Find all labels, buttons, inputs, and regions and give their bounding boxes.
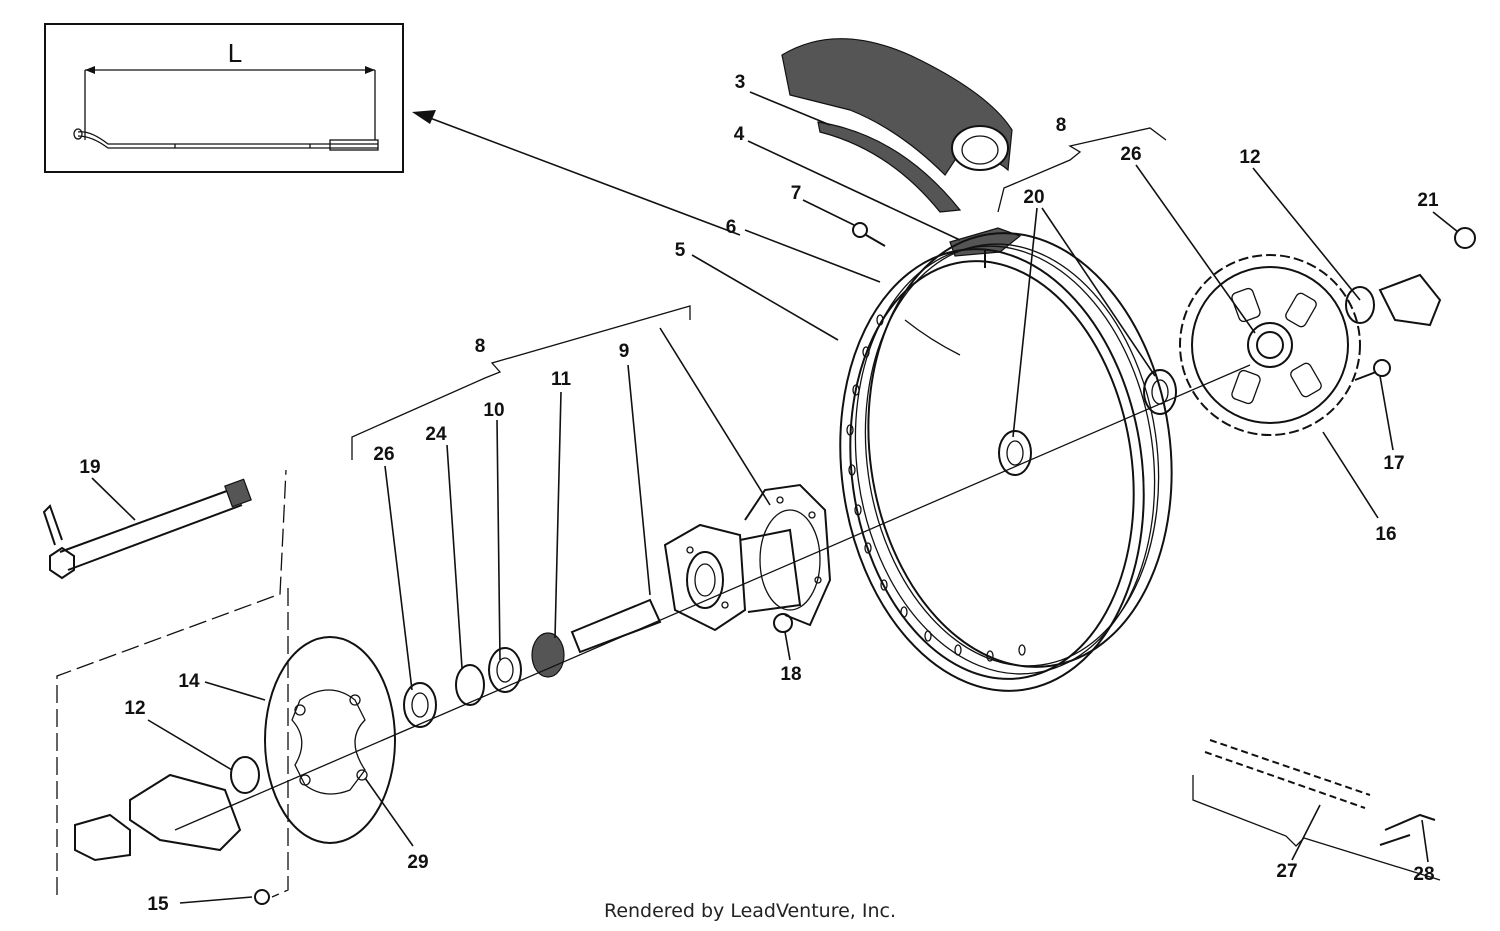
assembly-guides	[56, 127, 1441, 898]
leader-lines	[91, 91, 1459, 904]
callout-28: 28	[1413, 864, 1434, 885]
callout-18: 18	[780, 664, 801, 685]
hub	[663, 483, 832, 632]
callout-3: 3	[735, 72, 746, 93]
drive-chain	[1204, 739, 1436, 846]
rim	[839, 232, 1173, 692]
callout-numbers: 3 4 5 6 7 8 8 9 10 11 12 12 14 15 16 17 …	[79, 72, 1439, 915]
callout-26-right: 26	[1120, 144, 1141, 165]
tire	[781, 38, 1013, 176]
callout-20: 20	[1023, 187, 1044, 208]
callout-9: 9	[619, 341, 630, 362]
dimension-label-l: L	[228, 38, 242, 68]
spoke-arrow	[412, 110, 741, 236]
callout-8-left: 8	[475, 336, 486, 357]
footer-credit: Rendered by LeadVenture, Inc.	[603, 900, 897, 922]
axle	[42, 478, 252, 580]
callout-6: 6	[726, 217, 737, 238]
callout-10: 10	[483, 400, 504, 421]
callout-5: 5	[675, 240, 686, 261]
spoke-inset: L	[44, 23, 404, 173]
callout-15: 15	[147, 894, 169, 915]
callout-19: 19	[79, 457, 100, 478]
callout-16: 16	[1375, 524, 1396, 545]
callout-17: 17	[1383, 453, 1404, 474]
callout-26-left: 26	[373, 444, 394, 465]
callout-11: 11	[551, 369, 572, 390]
callout-7: 7	[791, 183, 802, 204]
tube	[817, 121, 962, 213]
callout-27: 27	[1276, 861, 1297, 882]
callout-8-right: 8	[1056, 115, 1067, 136]
callout-24: 24	[425, 424, 447, 445]
callout-4: 4	[734, 124, 745, 145]
sprocket	[1179, 254, 1361, 436]
callout-12-left: 12	[124, 698, 145, 719]
callout-14: 14	[178, 671, 200, 692]
brake-disc	[264, 636, 396, 844]
hardware	[74, 222, 1476, 905]
callout-12-right: 12	[1239, 147, 1260, 168]
callout-29: 29	[407, 852, 428, 873]
bearings-and-spacers	[230, 286, 1375, 794]
callout-21: 21	[1417, 190, 1439, 211]
